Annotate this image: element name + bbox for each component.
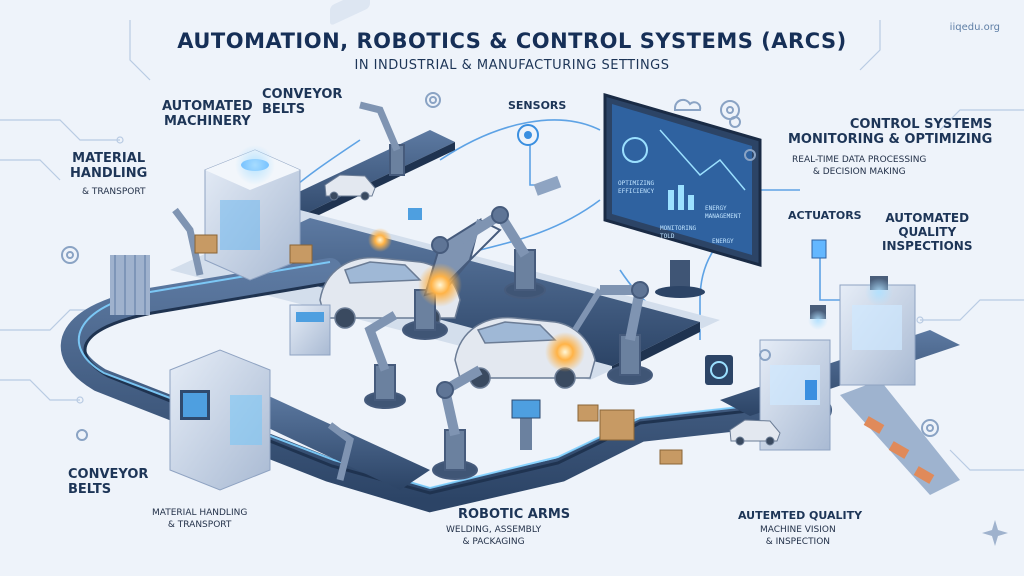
lightbulb-icon bbox=[729, 116, 741, 128]
car-small-right bbox=[729, 419, 781, 446]
label-actuators: ACTUATORS bbox=[788, 209, 862, 222]
automated-machine-bottom bbox=[169, 349, 271, 491]
car-small-top bbox=[324, 174, 376, 201]
label-material-handling-left: MATERIAL HANDLING bbox=[70, 151, 148, 181]
sensor-icon bbox=[408, 124, 562, 220]
label-automated-machinery: AUTOMATED MACHINERY bbox=[162, 99, 253, 129]
inspection-gate-2 bbox=[839, 276, 916, 386]
label-automated-quality-top: AUTOMATED QUALITY INSPECTIONS bbox=[882, 211, 973, 253]
label-conveyor-belts-bottom: CONVEYOR BELTS bbox=[68, 467, 149, 497]
label-automated-quality-bottom-sub: MACHINE VISION & INSPECTION bbox=[760, 525, 836, 548]
label-robotic-arms: ROBOTIC ARMS bbox=[458, 507, 571, 522]
label-control-systems: CONTROL SYSTEMS MONITORING & OPTIMIZING bbox=[788, 117, 993, 147]
camera-icon bbox=[808, 305, 828, 330]
kiosk bbox=[511, 399, 541, 450]
weld-spark-1 bbox=[418, 263, 462, 307]
small-display bbox=[705, 355, 733, 385]
label-automated-quality-bottom: AUTEMTED QUALITY bbox=[738, 509, 863, 522]
handling-station-left bbox=[110, 255, 150, 315]
cloud-icon bbox=[673, 98, 702, 111]
boxes bbox=[194, 234, 683, 465]
conveyor-belt-bottom bbox=[230, 392, 430, 490]
weld-spark-2 bbox=[545, 332, 585, 372]
label-conveyor-belts-top: CONVEYOR BELTS bbox=[262, 87, 343, 117]
weld-spark-3 bbox=[368, 228, 392, 252]
label-material-handling-left-sub: & TRANSPORT bbox=[82, 187, 146, 197]
page-subtitle: IN INDUSTRIAL & MANUFACTURING SETTINGS bbox=[354, 58, 670, 73]
label-control-systems-sub: REAL-TIME DATA PROCESSING & DECISION MAK… bbox=[792, 155, 927, 178]
robot-arm-top bbox=[359, 101, 405, 176]
star-icon bbox=[982, 520, 1008, 546]
robot-arm-3 bbox=[572, 281, 653, 385]
actuator-icon bbox=[811, 239, 827, 259]
robot-arm-2 bbox=[442, 206, 546, 299]
screen-text-bottom: ENERGY bbox=[712, 238, 734, 245]
robot-arm-left bbox=[172, 207, 204, 276]
label-material-handling-bottom: MATERIAL HANDLING & TRANSPORT bbox=[152, 508, 248, 531]
robot-arm-4 bbox=[432, 365, 483, 480]
automated-machine-top bbox=[204, 145, 301, 281]
label-robotic-arms-sub: WELDING, ASSEMBLY & PACKAGING bbox=[446, 525, 542, 548]
label-sensors: SENSORS bbox=[508, 99, 567, 112]
robot-arm-5 bbox=[364, 311, 406, 409]
robot-arm-bottom-left bbox=[327, 422, 354, 481]
control-cabinet bbox=[289, 304, 331, 356]
watermark: iiqedu.org bbox=[949, 22, 1000, 33]
page-title: AUTOMATION, ROBOTICS & CONTROL SYSTEMS (… bbox=[177, 29, 847, 53]
